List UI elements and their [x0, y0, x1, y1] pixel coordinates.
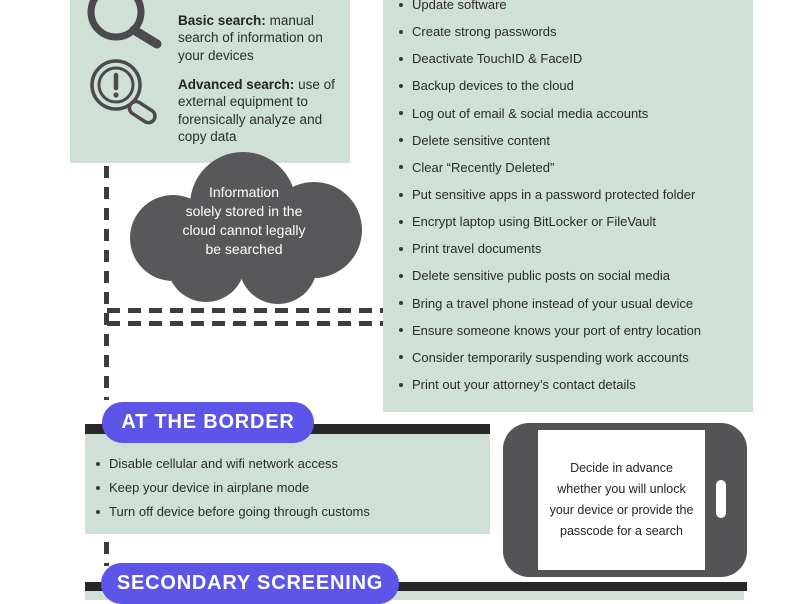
- bullet-dot: [399, 138, 403, 143]
- checklist-item: Update software: [399, 0, 701, 18]
- dashed-connector-vertical: [104, 166, 109, 400]
- bullet-dot: [399, 219, 403, 224]
- advanced-search-definition: Advanced search: use of external equipme…: [178, 76, 335, 145]
- section-divider-bar: [85, 582, 747, 591]
- bullet-dot: [96, 510, 100, 514]
- dashed-connector-horizontal-top: [107, 308, 383, 313]
- list-item: Turn off device before going through cus…: [96, 500, 370, 524]
- bullet-dot: [96, 462, 100, 466]
- checklist-item: Delete sensitive public posts on social …: [399, 262, 701, 289]
- checklist-item: Deactivate TouchID & FaceID: [399, 45, 701, 72]
- magnifier-icon: [84, 0, 164, 55]
- bullet-dot: [399, 301, 403, 306]
- list-item: Disable cellular and wifi network access: [96, 452, 370, 476]
- preparation-checklist: Update software Create strong passwords …: [399, 0, 701, 398]
- dashed-connector-horizontal-bottom: [107, 321, 383, 326]
- bullet-dot: [399, 382, 403, 387]
- bullet-dot: [399, 328, 403, 333]
- preparation-checklist-panel: [383, 0, 753, 412]
- section-header-at-the-border: AT THE BORDER: [102, 402, 314, 443]
- checklist-item: Print out your attorney’s contact detail…: [399, 371, 701, 398]
- checklist-item: Create strong passwords: [399, 18, 701, 45]
- bullet-dot: [399, 83, 403, 88]
- checklist-item: Consider temporarily suspending work acc…: [399, 344, 701, 371]
- secondary-screening-panel: [85, 591, 744, 600]
- checklist-item: Put sensitive apps in a password protect…: [399, 181, 701, 208]
- checklist-item: Ensure someone knows your port of entry …: [399, 317, 701, 344]
- bullet-dot: [399, 111, 403, 116]
- bullet-dot: [399, 2, 403, 7]
- bullet-dot: [399, 165, 403, 170]
- bullet-dot: [399, 192, 403, 197]
- checklist-item: Delete sensitive content: [399, 127, 701, 154]
- checklist-item: Log out of email & social media accounts: [399, 100, 701, 127]
- cloud-note: Information solely stored in the cloud c…: [182, 184, 306, 257]
- list-item: Keep your device in airplane mode: [96, 476, 370, 500]
- magnifier-alert-icon: [88, 56, 178, 133]
- smartphone-button: [716, 480, 726, 518]
- at-the-border-panel: [85, 434, 490, 534]
- bullet-dot: [399, 246, 403, 251]
- bullet-dot: [399, 56, 403, 61]
- checklist-item: Clear “Recently Deleted”: [399, 154, 701, 181]
- bullet-dot: [96, 486, 100, 490]
- advanced-search-label: Advanced search:: [178, 76, 295, 92]
- bullet-dot: [399, 355, 403, 360]
- bullet-dot: [399, 29, 403, 34]
- at-the-border-list: Disable cellular and wifi network access…: [96, 452, 370, 524]
- checklist-item: Backup devices to the cloud: [399, 72, 701, 99]
- bullet-dot: [399, 273, 403, 278]
- section-header-secondary-screening: SECONDARY SCREENING: [101, 563, 399, 604]
- cloud-shape: [118, 148, 366, 311]
- basic-search-definition: Basic search: manual search of informati…: [178, 12, 323, 63]
- smartphone-screen: Decide in advance whether you will unloc…: [538, 430, 705, 570]
- checklist-item: Print travel documents: [399, 235, 701, 262]
- phone-note: Decide in advance whether you will unloc…: [549, 461, 694, 538]
- dashed-connector-vertical-short: [104, 542, 109, 566]
- checklist-item: Encrypt laptop using BitLocker or FileVa…: [399, 208, 701, 235]
- basic-search-label: Basic search:: [178, 12, 266, 28]
- checklist-item: Bring a travel phone instead of your usu…: [399, 290, 701, 317]
